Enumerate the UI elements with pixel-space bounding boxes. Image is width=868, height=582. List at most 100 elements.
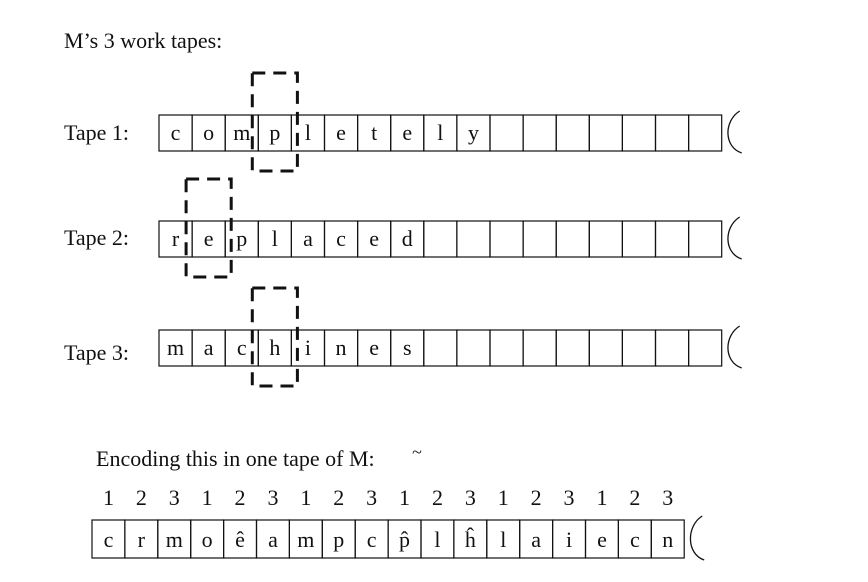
encoded-symbol: n xyxy=(662,527,673,552)
tape-3-cell xyxy=(654,329,690,367)
tape-2-cell xyxy=(489,220,524,258)
tape-1-symbol: l xyxy=(437,120,443,145)
tape-1-cell xyxy=(489,114,524,152)
tape-2-symbol: r xyxy=(172,226,180,251)
tape-1-symbol: t xyxy=(371,120,377,145)
tape-3-cell xyxy=(522,329,557,367)
encoded-symbol: r xyxy=(138,527,146,552)
tape-3-symbol: n xyxy=(336,335,347,360)
tape-2-symbol: a xyxy=(303,226,313,251)
encoded-symbol: l xyxy=(500,527,506,552)
tape-1-symbol: y xyxy=(468,120,479,145)
tape-3-head-window xyxy=(250,286,299,388)
track-number: 1 xyxy=(202,485,213,510)
tape-2-symbol: c xyxy=(336,226,346,251)
encoded-symbol: m xyxy=(297,527,314,552)
tape-1-cell xyxy=(654,114,690,152)
tape-1-label: Tape 1: xyxy=(64,120,130,145)
tape-3-end-mark xyxy=(727,325,742,369)
tape-1-cell xyxy=(555,114,590,152)
track-number: 1 xyxy=(498,485,509,510)
tape-2-cell xyxy=(687,220,723,258)
encoded-symbol: i xyxy=(566,527,572,552)
track-number: 3 xyxy=(662,485,673,510)
tape-1-cell xyxy=(522,114,557,152)
tape-2-cell xyxy=(522,220,557,258)
tape-3-cell xyxy=(555,329,590,367)
tape-1-symbol: p xyxy=(269,120,280,145)
tape-2-symbol: d xyxy=(402,226,413,251)
tape-3-cell xyxy=(489,329,524,367)
tape-3-cell xyxy=(456,329,491,367)
tape-2-symbol: e xyxy=(204,226,214,251)
tape-1-symbol: e xyxy=(336,120,346,145)
tape-3-symbol: i xyxy=(305,335,311,360)
track-number: 1 xyxy=(103,485,114,510)
tape-1-symbol: m xyxy=(233,120,250,145)
tape-2-cell xyxy=(588,220,623,258)
encoded-symbol: e xyxy=(597,527,607,552)
encoded-cell xyxy=(650,519,685,559)
track-number: 2 xyxy=(432,485,443,510)
tape-3-symbol: c xyxy=(237,335,247,360)
tape-1-symbol: o xyxy=(203,120,214,145)
tape-3-symbol: e xyxy=(369,335,379,360)
track-number: 2 xyxy=(235,485,246,510)
track-number: 1 xyxy=(399,485,410,510)
tape-1-symbol: e xyxy=(402,120,412,145)
encoded-symbol: c xyxy=(367,527,377,552)
encoded-symbol: c xyxy=(104,527,114,552)
tape-2-cell xyxy=(654,220,690,258)
tape-2-head-window xyxy=(184,177,233,279)
tape-3-symbol: h xyxy=(269,335,280,360)
tape-2-label: Tape 2: xyxy=(64,225,130,250)
tape-2-symbol: l xyxy=(272,226,278,251)
track-number: 2 xyxy=(333,485,344,510)
tape-1-symbol: l xyxy=(305,120,311,145)
encoded-symbol: m xyxy=(166,527,183,552)
track-number: 2 xyxy=(531,485,542,510)
figure-heading: M’s 3 work tapes: xyxy=(64,28,223,53)
encoded-symbol: ĥ xyxy=(465,527,476,552)
track-number: 3 xyxy=(267,485,278,510)
tape-3-symbol: m xyxy=(167,335,184,360)
tape-2-symbol: p xyxy=(236,226,247,251)
encoded-tape-end-mark xyxy=(689,515,705,561)
tape-2-end-mark xyxy=(727,216,742,260)
tape-3-cell xyxy=(621,329,657,367)
tape-2-cell xyxy=(621,220,657,258)
encoded-symbol: o xyxy=(202,527,213,552)
tape-1-cell xyxy=(687,114,723,152)
tape-1-cell xyxy=(588,114,623,152)
tape-1-head-window xyxy=(250,71,299,173)
tape-3-label: Tape 3: xyxy=(64,340,130,365)
encoded-symbol: l xyxy=(434,527,440,552)
tape-3-cell xyxy=(588,329,623,367)
track-number: 2 xyxy=(136,485,147,510)
tape-2-symbol: e xyxy=(369,226,379,251)
encoded-symbol: a xyxy=(531,527,541,552)
tape-1-end-mark xyxy=(727,110,742,154)
encoded-symbol: a xyxy=(268,527,278,552)
track-number: 1 xyxy=(596,485,607,510)
encoded-symbol: ê xyxy=(235,527,245,552)
encoded-symbol: p xyxy=(333,527,344,552)
tape-1-symbol: c xyxy=(171,120,181,145)
encoding-heading-text: Encoding this in one tape of M: xyxy=(96,446,375,471)
tape-3-symbol: a xyxy=(204,335,214,360)
track-number: 3 xyxy=(169,485,180,510)
tape-2-cell xyxy=(555,220,590,258)
track-number: 2 xyxy=(629,485,640,510)
track-number: 3 xyxy=(465,485,476,510)
tape-2-cell xyxy=(456,220,491,258)
tape-3-cell xyxy=(687,329,723,367)
track-number: 3 xyxy=(564,485,575,510)
track-number: 1 xyxy=(300,485,311,510)
encoded-symbol: p̂ xyxy=(399,527,410,552)
tilde-mark: ~ xyxy=(412,442,422,462)
